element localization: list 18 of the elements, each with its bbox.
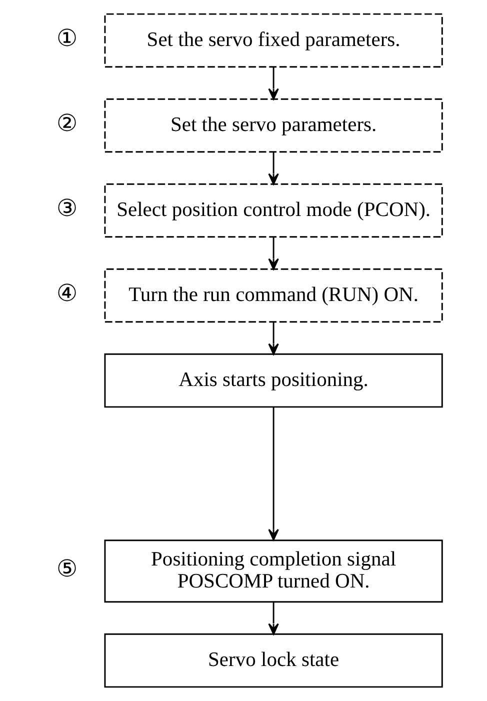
arrow (268, 322, 279, 355)
node-label: ① (56, 26, 78, 52)
node-box: Axis starts positioning. (104, 353, 443, 408)
node-label: ⑤ (56, 556, 78, 583)
arrow (268, 152, 279, 185)
node-label: ③ (56, 196, 78, 222)
node-box: Select position control mode (PCON). (104, 183, 443, 238)
node-box: Set the servo fixed parameters. (104, 13, 443, 68)
node-box: Servo lock state (104, 633, 443, 688)
arrow (268, 237, 279, 270)
node-box: Turn the run command (RUN) ON. (104, 268, 443, 323)
node-label: ④ (56, 281, 78, 308)
arrow (268, 407, 279, 541)
node-box: Positioning completion signal POSCOMP turned ON. (104, 540, 443, 603)
node-box: Set the servo parameters. (104, 98, 443, 153)
arrow (268, 67, 279, 100)
arrow (268, 602, 279, 635)
node-label: ② (56, 111, 78, 138)
